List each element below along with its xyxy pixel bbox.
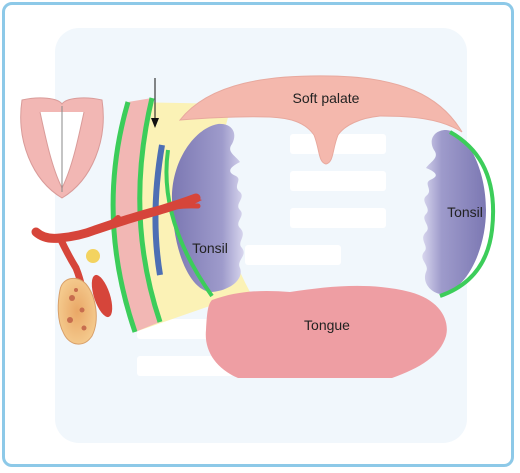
- outer-mucosa: [110, 101, 138, 333]
- tongue-label: Tongue: [304, 317, 350, 333]
- tonsil-left-capsule: [164, 149, 214, 298]
- tonsil-right: [422, 130, 486, 294]
- pointer-arrow: [151, 78, 159, 128]
- soft-palate: [178, 75, 463, 165]
- placeholder-box: [137, 356, 233, 376]
- tonsil-right-capsule: [439, 130, 495, 298]
- tongue: [205, 285, 447, 378]
- tonsil-left: [172, 123, 244, 292]
- placeholder-box: [290, 208, 386, 228]
- salivary-gland: [57, 277, 97, 345]
- label-placeholders: [137, 98, 386, 376]
- tonsil-right-label: Tonsil: [447, 204, 483, 220]
- placeholder-box: [245, 245, 341, 265]
- lymph-node: [86, 249, 100, 263]
- pharynx-cross-section: [20, 97, 104, 199]
- placeholder-box: [290, 134, 386, 154]
- tonsil-left-label: Tonsil: [192, 240, 228, 256]
- placeholder-box: [290, 171, 386, 191]
- soft-palate-label: Soft palate: [293, 90, 360, 106]
